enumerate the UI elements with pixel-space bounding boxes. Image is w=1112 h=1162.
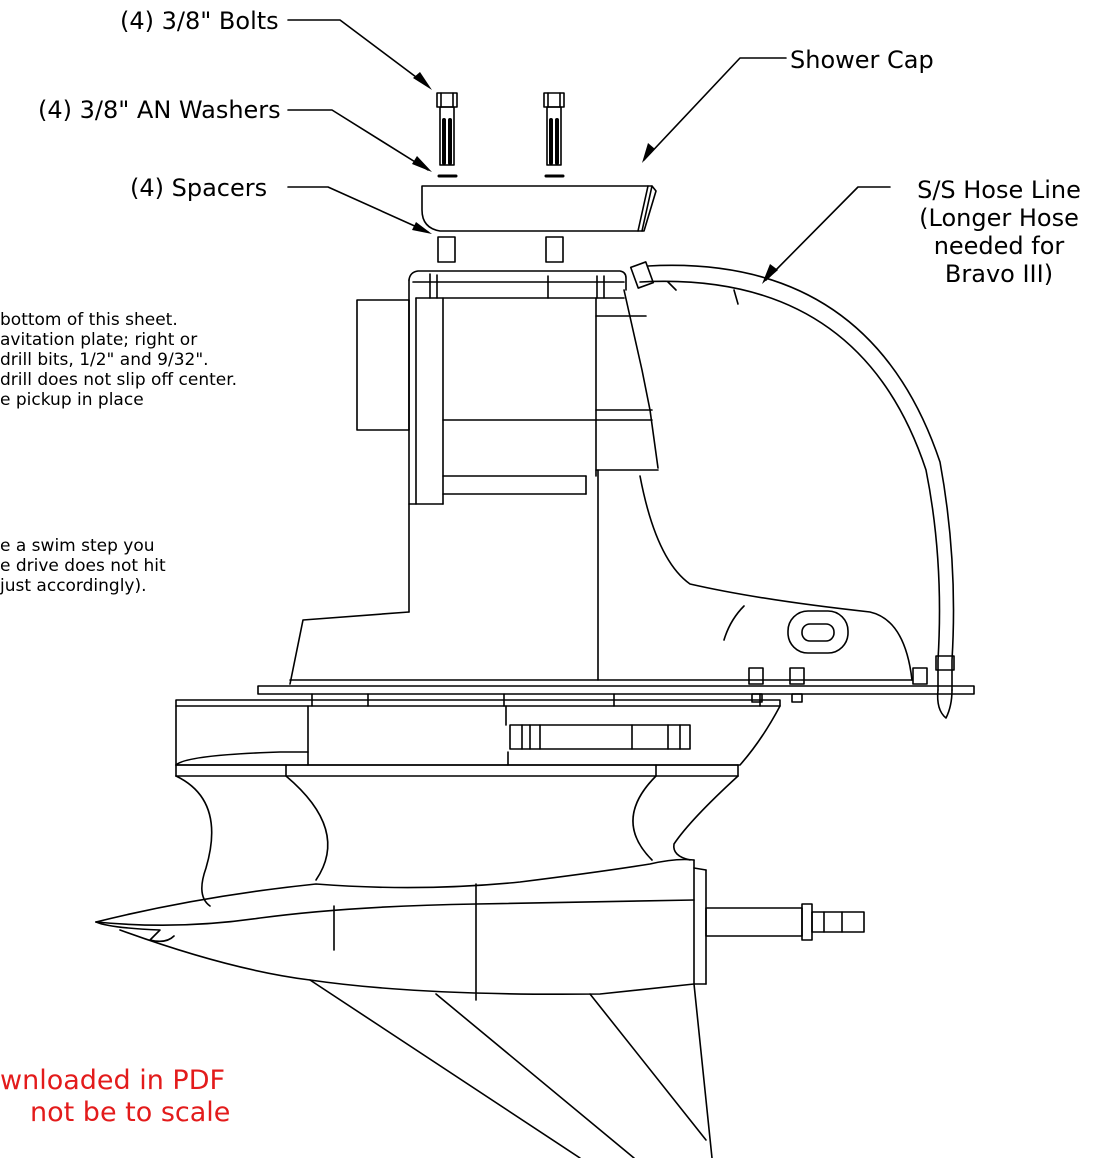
shower-cap: [421, 185, 657, 232]
hose-line-label-2: (Longer Hose: [919, 204, 1079, 232]
hose-line: [629, 261, 955, 719]
hose-line-label-3: needed for: [933, 232, 1065, 260]
skeg: [309, 979, 713, 1159]
spacer-right: [545, 236, 564, 263]
lower-housing: [175, 705, 781, 777]
instruction-line-8: just accordingly).: [0, 576, 147, 596]
bolt-right: [543, 92, 565, 166]
instruction-line-4: drill does not slip off center.: [0, 370, 238, 390]
spacer-left: [437, 236, 456, 263]
instruction-line-1: bottom of this sheet.: [0, 310, 178, 330]
bolt-left: [436, 92, 458, 166]
bolts-label: (4) 3/8" Bolts: [120, 7, 279, 35]
instruction-line-7: e drive does not hit: [0, 556, 166, 576]
washers-label: (4) 3/8" AN Washers: [38, 96, 281, 124]
leader-arrowheads: [412, 72, 778, 284]
spacers-label: (4) Spacers: [130, 174, 268, 202]
mid-housing: [289, 475, 913, 685]
prop-shaft: [705, 903, 865, 941]
cavitation-plate: [175, 679, 975, 707]
hose-line-label: S/S Hose Line: [917, 176, 1081, 204]
plate-nuts: [748, 667, 928, 703]
shower-cap-label: Shower Cap: [790, 46, 934, 74]
instruction-line-6: e a swim step you: [0, 536, 155, 556]
upper-housing: [356, 270, 659, 681]
torpedo: [95, 775, 739, 1001]
pdf-notice-line-2: not be to scale: [30, 1097, 231, 1128]
instruction-line-5: e pickup in place: [0, 390, 144, 410]
leader-lines: [287, 19, 891, 281]
pdf-notice-line-1: wnloaded in PDF: [0, 1065, 226, 1096]
hose-line-label-4: Bravo III): [944, 260, 1054, 288]
instruction-line-3: drill bits, 1/2" and 9/32".: [0, 350, 209, 370]
instruction-line-2: avitation plate; right or: [0, 330, 198, 350]
